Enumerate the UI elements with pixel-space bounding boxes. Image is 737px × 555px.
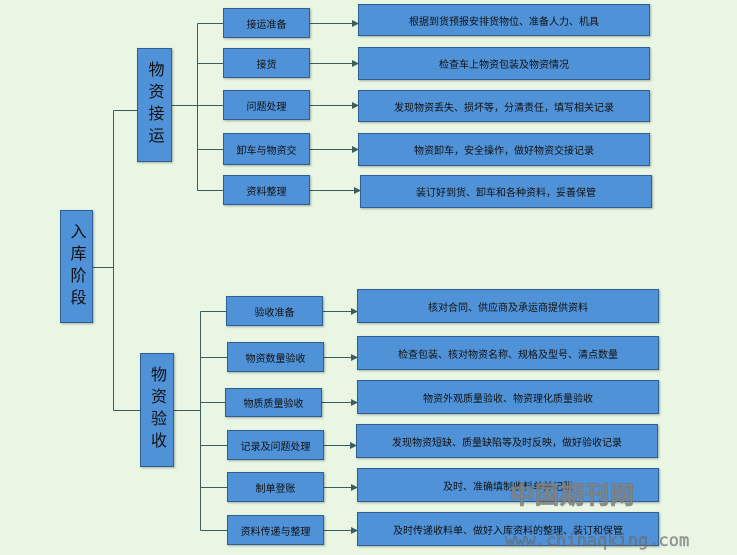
step-box-document-arrangement: 资料整理 [223,175,310,205]
detail-box-document-arrangement: 装订好到货、卸车和各种资料，妥善保管 [360,175,652,208]
step-label: 验收准备 [254,307,295,319]
branch-node-material-inspection: 物资验收 [140,353,174,467]
step-label: 卸车与物资交 [236,145,297,157]
detail-box-receiving-preparation: 根据到货预报安排货物位、准备人力、机具 [358,4,650,36]
step-box-goods-receipt: 接货 [223,48,310,78]
detail-text: 及时传递收料单、做好入库资料的整理、装订和保管 [393,525,623,537]
step-label: 接运准备 [246,19,287,31]
detail-box-unloading-handover: 物资卸车，安全操作，做好物资交接记录 [358,133,650,166]
step-label: 资料传递与整理 [240,526,311,538]
detail-text: 及时、准确填制收料单并记账 [443,481,573,493]
detail-box-quantity-inspection: 检查包装、核对物资名称、规格及型号、清点数量 [357,336,659,370]
step-box-quality-inspection: 物质质量验收 [225,388,322,417]
branch-label: 物资接运 [145,61,165,149]
detail-text: 核对合同、供应商及承运商提供资料 [428,302,588,314]
step-box-unloading-handover: 卸车与物资交 [223,133,310,165]
detail-box-billing-bookkeeping: 及时、准确填制收料单并记账 [357,468,659,502]
detail-text: 发现物资短缺、质量缺陷等及时反映，做好验收记录 [392,437,622,449]
step-box-document-transfer: 资料传递与整理 [227,515,324,545]
root-label: 入库阶段 [67,222,87,311]
detail-box-inspection-preparation: 核对合同、供应商及承运商提供资料 [357,289,659,323]
step-label: 制单登账 [255,483,296,495]
detail-text: 装订好到货、卸车和各种资料，妥善保管 [416,188,596,199]
step-box-records-problem-handling: 记录及问题处理 [227,430,324,460]
detail-text: 检查包装、核对物资名称、规格及型号、清点数量 [398,349,618,361]
detail-box-goods-receipt: 检查车上物资包装及物资情况 [358,47,650,80]
branch-node-material-receiving: 物资接运 [137,48,172,162]
step-box-quantity-inspection: 物资数量验收 [227,342,324,372]
step-label: 资料整理 [246,186,287,198]
step-label: 物质质量验收 [243,399,304,410]
detail-text: 根据到货预报安排货物位、准备人力、机具 [409,16,599,28]
step-label: 接货 [256,59,277,71]
detail-text: 物资卸车，安全操作，做好物资交接记录 [414,146,594,157]
root-node: 入库阶段 [60,210,93,323]
step-box-problem-handling: 问题处理 [223,90,310,120]
detail-box-problem-handling: 发现物资丢失、损坏等，分清责任，填写相关记录 [358,90,650,122]
step-label: 问题处理 [246,101,287,113]
step-label: 物资数量验收 [245,353,306,365]
step-box-receiving-preparation: 接运准备 [223,8,310,38]
step-label: 记录及问题处理 [240,441,311,453]
detail-text: 物资外观质量验收、物资理化质量验收 [423,393,593,405]
detail-text: 发现物资丢失、损坏等，分清责任，填写相关记录 [394,102,614,114]
detail-text: 检查车上物资包装及物资情况 [439,60,569,71]
step-box-inspection-preparation: 验收准备 [226,296,323,326]
step-box-billing-bookkeeping: 制单登账 [227,472,324,502]
detail-box-quality-inspection: 物资外观质量验收、物资理化质量验收 [357,380,659,414]
branch-label: 物资验收 [148,366,167,454]
detail-box-document-transfer: 及时传递收料单、做好入库资料的整理、装订和保管 [357,512,659,546]
detail-box-records-problem-handling: 发现物资短缺、质量缺陷等及时反映，做好验收记录 [356,424,658,458]
